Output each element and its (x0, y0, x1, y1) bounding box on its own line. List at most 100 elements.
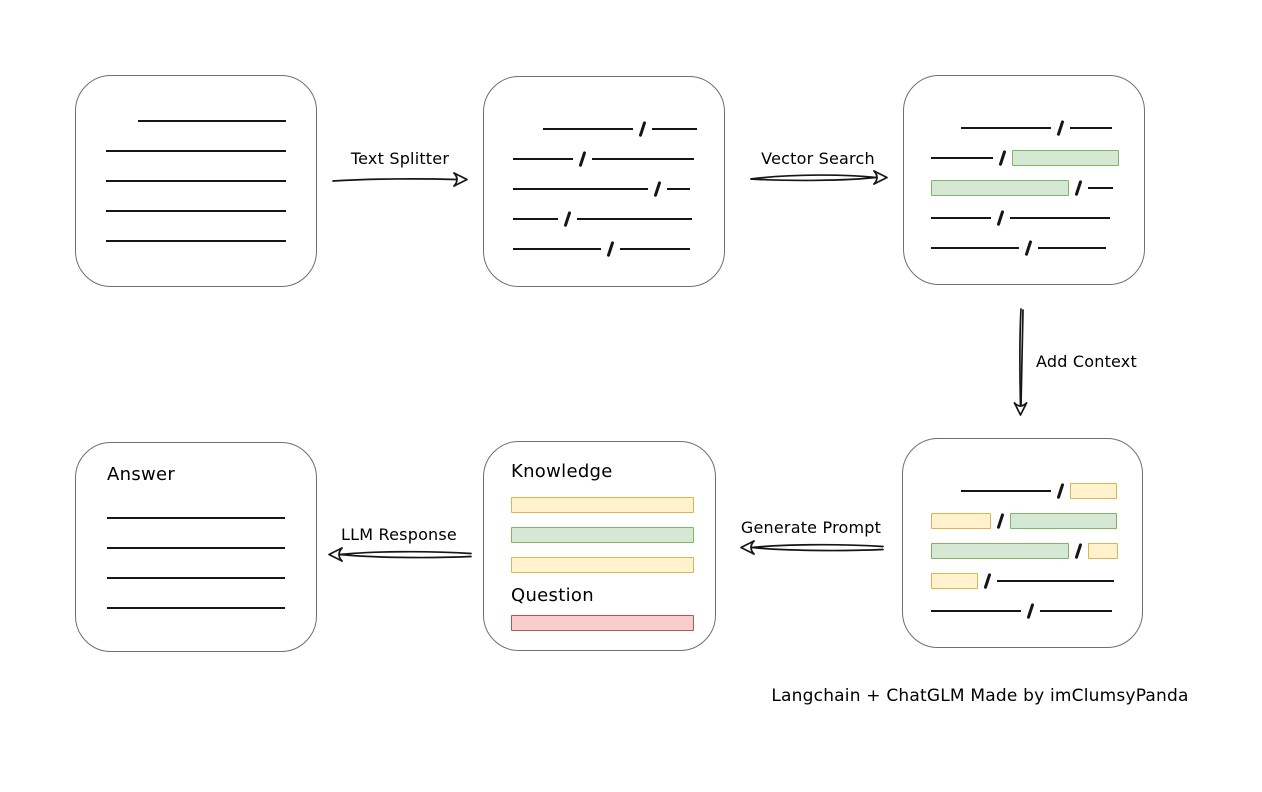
text-line (513, 158, 573, 160)
chunk-row (931, 203, 1144, 233)
chunk-row (513, 114, 724, 144)
slash-separator (998, 150, 1006, 166)
vector-search-label: Vector Search (761, 149, 875, 168)
text-line (106, 240, 286, 242)
chunk-row (106, 166, 316, 196)
red-chunk (511, 615, 694, 631)
matched-chunks-lines (904, 76, 1144, 263)
chunk-row (513, 174, 724, 204)
text-line (1037, 247, 1106, 249)
text-line (961, 127, 1051, 129)
green-chunk (931, 180, 1069, 196)
chunk-row (931, 143, 1144, 173)
text-line (106, 180, 286, 182)
matched-chunks-box (903, 75, 1145, 285)
green-chunk (1011, 150, 1119, 166)
slash-separator (1074, 543, 1082, 559)
chunk-row (106, 106, 316, 136)
yellow-chunk (511, 557, 694, 573)
text-line (1069, 127, 1112, 129)
add-context-arrow-icon (1013, 308, 1028, 416)
chunk-row (513, 234, 724, 264)
text-line (1087, 187, 1113, 189)
green-chunk (931, 543, 1069, 559)
slash-separator (1056, 483, 1064, 499)
knowledge-label: Knowledge (511, 461, 613, 482)
slash-separator (606, 241, 614, 257)
chunk-row (106, 226, 316, 256)
knowledge-bars (511, 490, 715, 580)
slash-separator (1024, 240, 1032, 256)
chunk-row (931, 536, 1142, 566)
llm-response-label: LLM Response (341, 525, 457, 544)
chunk-row (511, 550, 715, 580)
chunk-row (107, 563, 316, 593)
vector-search-arrow-icon (750, 170, 888, 185)
text-splitter-label: Text Splitter (350, 149, 450, 168)
source-document-box (75, 75, 317, 287)
yellow-chunk (1069, 483, 1117, 499)
answer-label: Answer (107, 464, 176, 485)
generate-prompt-arrow-icon (740, 540, 884, 555)
slash-separator (653, 181, 661, 197)
text-line (107, 547, 285, 549)
text-line (931, 157, 993, 159)
text-line (619, 248, 690, 250)
chunk-row (511, 520, 715, 550)
slash-separator (996, 210, 1004, 226)
text-line (106, 150, 286, 152)
text-line (543, 128, 633, 130)
chunk-row (931, 233, 1144, 263)
text-line (931, 610, 1021, 612)
green-chunk (511, 527, 694, 543)
prompt-box: Knowledge Question (483, 441, 716, 651)
slash-separator (1074, 180, 1082, 196)
chunk-row (931, 596, 1142, 626)
slash-separator (1026, 603, 1034, 619)
yellow-chunk (1087, 543, 1118, 559)
chunk-row (513, 204, 724, 234)
generate-prompt-label: Generate Prompt (740, 518, 882, 537)
text-line (107, 517, 285, 519)
text-line (931, 247, 1019, 249)
slash-separator (578, 151, 586, 167)
chunk-row (107, 503, 316, 533)
question-bar (511, 608, 715, 638)
text-line (107, 607, 285, 609)
split-chunks-lines (484, 77, 724, 264)
chunk-row (931, 476, 1142, 506)
chunk-row (107, 533, 316, 563)
slash-separator (563, 211, 571, 227)
text-line (651, 128, 697, 130)
text-line (513, 248, 601, 250)
slash-separator (996, 513, 1004, 529)
source-document-lines (76, 76, 316, 256)
context-chunks-lines (903, 439, 1142, 626)
slash-separator (1056, 120, 1064, 136)
text-line (961, 490, 1051, 492)
text-line (666, 188, 690, 190)
text-line (513, 188, 648, 190)
chunk-row (513, 144, 724, 174)
context-chunks-box (902, 438, 1143, 648)
text-line (107, 577, 285, 579)
slash-separator (983, 573, 991, 589)
chunk-row (106, 136, 316, 166)
chunk-row (931, 566, 1142, 596)
text-line (1039, 610, 1112, 612)
slash-separator (638, 121, 646, 137)
yellow-chunk (931, 513, 991, 529)
text-line (513, 218, 558, 220)
green-chunk (1009, 513, 1117, 529)
text-line (106, 210, 286, 212)
text-line (138, 120, 286, 122)
split-chunks-box (483, 76, 725, 287)
question-label: Question (511, 585, 594, 606)
text-line (591, 158, 694, 160)
chunk-row (931, 506, 1142, 536)
text-line (996, 580, 1114, 582)
chunk-row (106, 196, 316, 226)
chunk-row (107, 593, 316, 623)
yellow-chunk (931, 573, 978, 589)
